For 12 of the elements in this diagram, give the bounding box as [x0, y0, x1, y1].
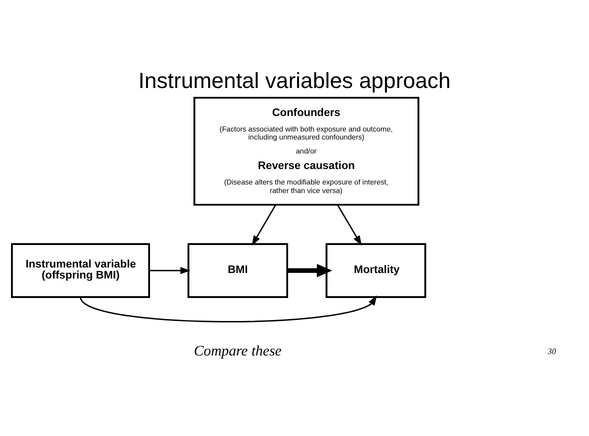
- node-box: Instrumental variable (offspring BMI): [11, 243, 150, 298]
- label: 30: [548, 346, 556, 356]
- node-box: Confounders (Factors associated with both exposure and outcome, including unmeasured confounders) and/or Reverse causation (Disease alters the modifiable exposure of interest, rather than vice versa): [193, 96, 420, 206]
- arrow: [80, 295, 378, 322]
- node-box: Mortality: [326, 243, 426, 298]
- arrow: [287, 264, 332, 278]
- label: Compare these: [194, 343, 282, 360]
- arrow: [337, 204, 362, 246]
- arrow: [149, 267, 190, 274]
- node-box: BMI: [188, 243, 288, 298]
- diagram-title: Instrumental variables approach: [138, 68, 451, 93]
- arrow: [252, 204, 276, 246]
